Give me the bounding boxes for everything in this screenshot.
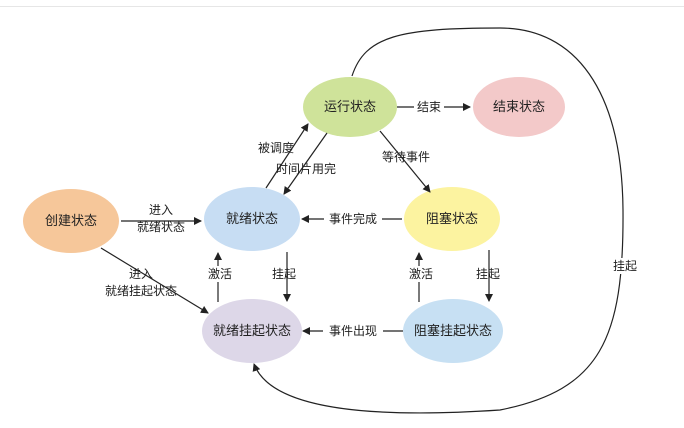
- state-finished-shape: [473, 77, 565, 137]
- state-finished: 结束状态: [473, 77, 565, 137]
- label-create-to-ready-2: 就绪状态: [137, 220, 185, 234]
- label-scheduled: 被调度: [258, 140, 294, 155]
- label-activate-blocked: 激活: [409, 267, 433, 281]
- state-created-label: 创建状态: [45, 214, 97, 229]
- label-run-to-end: 结束: [417, 100, 441, 114]
- state-ready-suspended-shape: [202, 299, 302, 363]
- label-suspend-blocked: 挂起: [476, 267, 500, 281]
- state-blocked-suspended-label: 阻塞挂起状态: [414, 323, 492, 339]
- label-wait-event: 等待事件: [382, 150, 430, 164]
- top-divider: [0, 6, 684, 7]
- label-event-done: 事件完成: [329, 211, 377, 226]
- state-running-shape: [303, 77, 397, 137]
- label-activate-ready: 激活: [208, 267, 232, 281]
- edge-running-to-ready-suspended: [252, 27, 624, 414]
- state-blocked-suspended-shape: [403, 299, 503, 363]
- label-create-to-ready-1: 进入: [149, 203, 173, 217]
- state-ready-suspended: 就绪挂起状态: [202, 299, 302, 363]
- edge-ready-to-running: [265, 123, 309, 189]
- state-running: 运行状态: [303, 77, 397, 137]
- state-blocked-shape: [404, 187, 500, 251]
- label-create-to-suspended-2: 就绪挂起状态: [105, 284, 177, 298]
- label-timeslice: 时间片用完: [276, 161, 336, 176]
- state-ready-label: 就绪状态: [226, 212, 278, 227]
- state-ready-suspended-label: 就绪挂起状态: [213, 324, 291, 339]
- state-blocked-suspended: 阻塞挂起状态: [403, 299, 503, 363]
- label-suspend-ready: 挂起: [272, 267, 296, 281]
- edge-running-to-ready: [283, 132, 328, 195]
- state-running-label: 运行状态: [324, 100, 376, 115]
- label-create-to-suspended-1: 进入: [129, 267, 153, 281]
- edge-created-to-ready-suspended: [100, 247, 209, 314]
- label-event-occurs: 事件出现: [329, 324, 377, 338]
- state-ready: 就绪状态: [204, 187, 300, 251]
- state-ready-shape: [204, 187, 300, 251]
- state-blocked-label: 阻塞状态: [426, 211, 478, 227]
- label-suspend-running: 挂起: [613, 259, 637, 273]
- state-blocked: 阻塞状态: [404, 187, 500, 251]
- state-created: 创建状态: [23, 189, 119, 253]
- edge-running-to-blocked: [379, 130, 431, 193]
- state-finished-label: 结束状态: [493, 100, 545, 115]
- state-created-shape: [23, 189, 119, 253]
